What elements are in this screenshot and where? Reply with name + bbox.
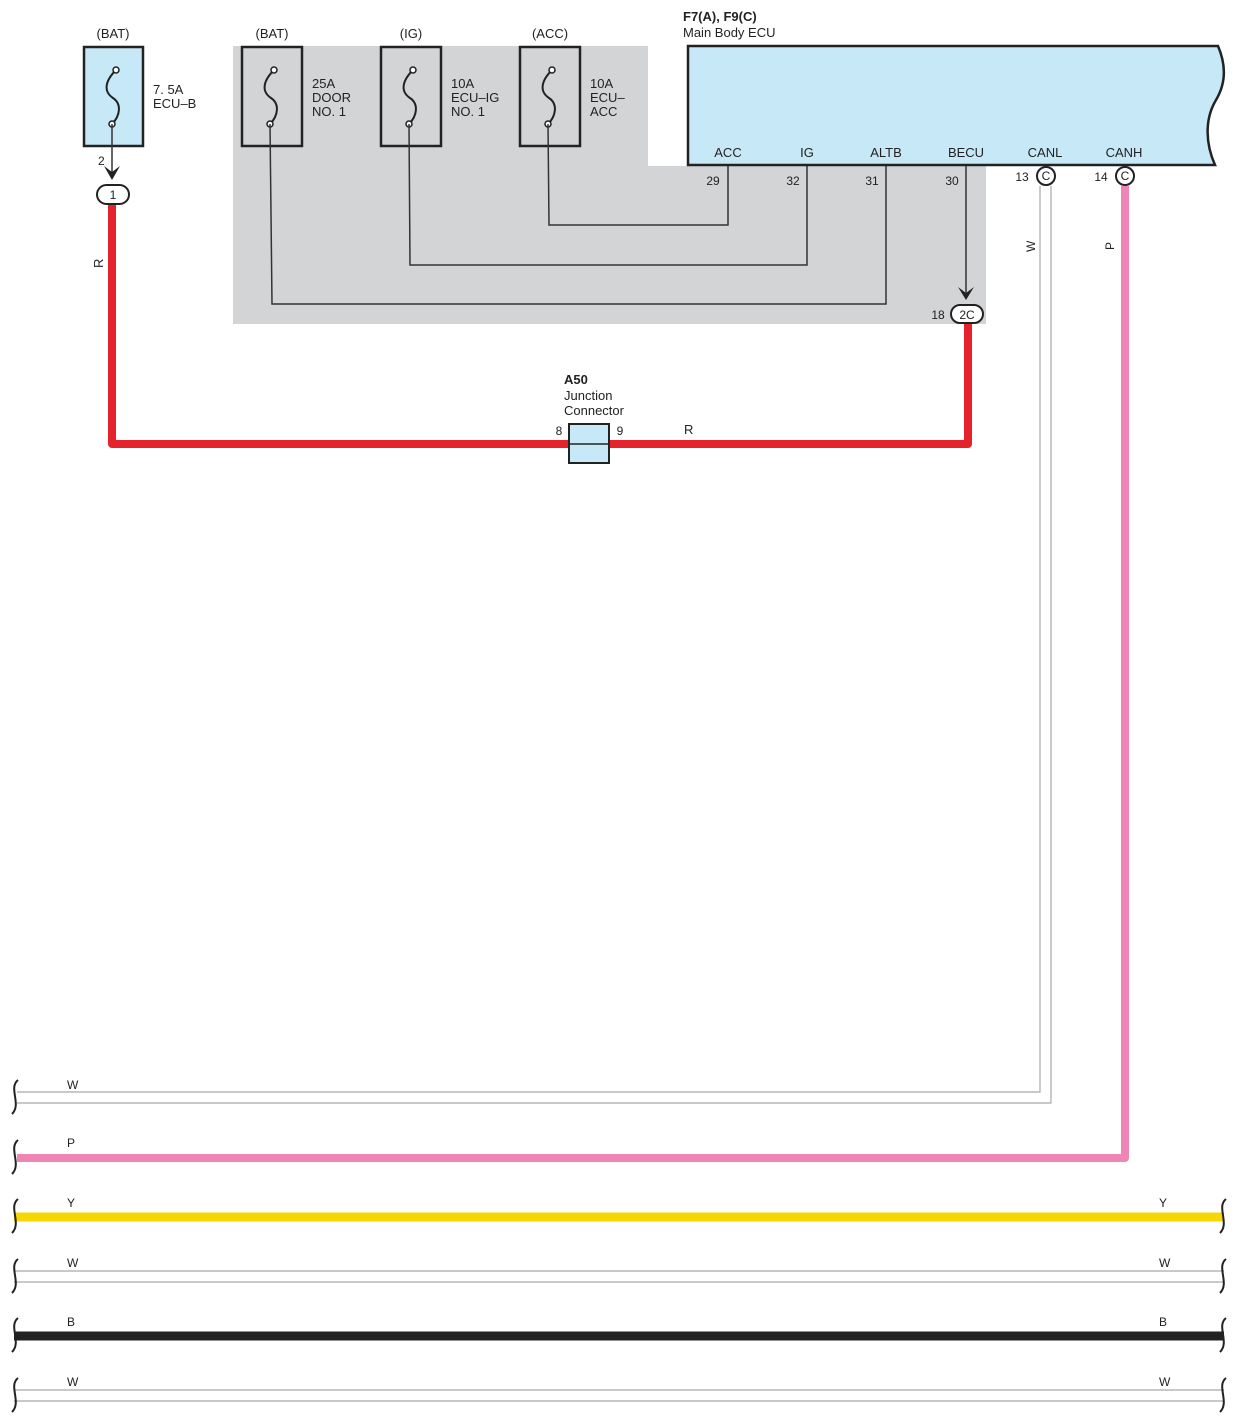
ecu-terminal-altb: ALTB [870,145,902,160]
bus-line-3: W W [11,1256,1227,1294]
fuse-icon [541,66,556,128]
a50-pin-left: 8 [556,424,563,438]
fuse-icon [263,66,278,128]
fuse-name-line1: ECU– [590,90,625,105]
red-wire: R R [91,205,972,448]
bus-line-0: W [11,1078,79,1115]
bus-line-left-label: W [67,1375,79,1389]
junction-2c: 2C 18 [931,304,984,324]
fuse-rating: 25A [312,76,335,91]
wire-break-icon [1219,1198,1227,1234]
wire-break-icon [1219,1258,1227,1294]
canh-connector-label: C [1121,169,1130,183]
fuse-name-line2: ACC [590,104,617,119]
becu-wire [958,166,974,300]
ecu-pin-30: 30 [945,174,959,188]
ecu-pin-31: 31 [865,174,879,188]
ecu-terminal-canh: CANH [1106,145,1143,160]
ecu-terminal-becu: BECU [948,145,984,160]
a50-junction-connector: A50 Junction Connector 8 9 [556,372,625,464]
ecu-pin-29: 29 [706,174,720,188]
bus-line-right-label: Y [1159,1196,1167,1210]
wire-break-icon [11,1258,19,1294]
wire-color-r-horizontal: R [684,422,693,437]
ecu-terminal-ig: IG [800,145,814,160]
a50-pin-right: 9 [617,424,624,438]
fuse-rating: 7. 5A [153,82,184,97]
ecu-code: F7(A), F9(C) [683,9,757,24]
ecu-pin-14: 14 [1094,170,1108,184]
bus-line-5: W W [11,1375,1227,1413]
ecu-terminal-canl: CANL [1028,145,1063,160]
bus-line-left-label: B [67,1315,75,1329]
bus-line-right-label: W [1159,1256,1171,1270]
arrow-down-icon [958,287,974,300]
fuse-door-no1: (BAT) 25A DOOR NO. 1 [240,26,351,148]
fuse-ecu-b: (BAT) 7. 5A ECU–B 2 [82,26,196,168]
junction-1-label: 1 [110,188,117,202]
ecu-terminal-acc: ACC [714,145,741,160]
bus-line-left-label: W [67,1078,79,1092]
fuse-rating: 10A [451,76,474,91]
fuse-source-label: (BAT) [256,26,289,41]
ecu-pin-32: 32 [786,174,800,188]
bus-line-left-label: P [67,1136,75,1150]
wire-break-icon [11,1079,19,1115]
wire-break-icon [11,1139,19,1175]
a50-code: A50 [564,372,588,387]
fuse-ecu-ig-no1: (IG) 10A ECU–IG NO. 1 [379,26,499,148]
fuse-block-panel [233,46,986,324]
canl-wire-color: W [1024,240,1038,252]
ecu-pin-13: 13 [1015,170,1029,184]
ecu-name: Main Body ECU [683,25,775,40]
a50-name-line1: Junction [564,388,612,403]
canl-connector-label: C [1042,169,1051,183]
canh-wire-color: P [1103,242,1117,250]
bus-line-1: P [11,1136,75,1175]
wire-break-icon [1219,1377,1227,1413]
wire-break-icon [11,1377,19,1413]
main-body-ecu: F7(A), F9(C) Main Body ECU ACC IG ALTB B… [683,9,1225,188]
can-wires: C C W P [17,166,1135,1162]
fuse-pin: 2 [98,154,105,168]
bus-line-left-label: Y [67,1196,75,1210]
bus-line-right-label: W [1159,1375,1171,1389]
junction-2c-label: 2C [959,308,975,322]
fuse-name-line2: NO. 1 [451,104,485,119]
fuse-source-label: (ACC) [532,26,568,41]
wire-break-icon [11,1198,19,1234]
fuse-name-line1: DOOR [312,90,351,105]
fuse-source-label: (BAT) [97,26,130,41]
wire-break-icon [1219,1317,1227,1353]
fuse-rating: 10A [590,76,613,91]
fuse-ecu-acc: (ACC) 10A ECU– ACC [518,26,625,148]
fuse-block-wiring [269,123,887,305]
bus-line-2: Y Y [11,1196,1227,1234]
arrow-down-icon [104,166,120,180]
fuse-source-label: (IG) [400,26,422,41]
bus-line-left-label: W [67,1256,79,1270]
wire-color-r-vertical: R [91,259,106,268]
junction-2c-pin: 18 [931,308,945,322]
fuse-name: ECU–B [153,96,196,111]
wire-break-icon [11,1317,19,1353]
bus-line-4: B B [11,1315,1227,1353]
fuse-name-line2: NO. 1 [312,104,346,119]
a50-name-line2: Connector [564,403,625,418]
fuse-name-line1: ECU–IG [451,90,499,105]
ecu-b-output: 1 [96,124,130,205]
bus-line-right-label: B [1159,1315,1167,1329]
